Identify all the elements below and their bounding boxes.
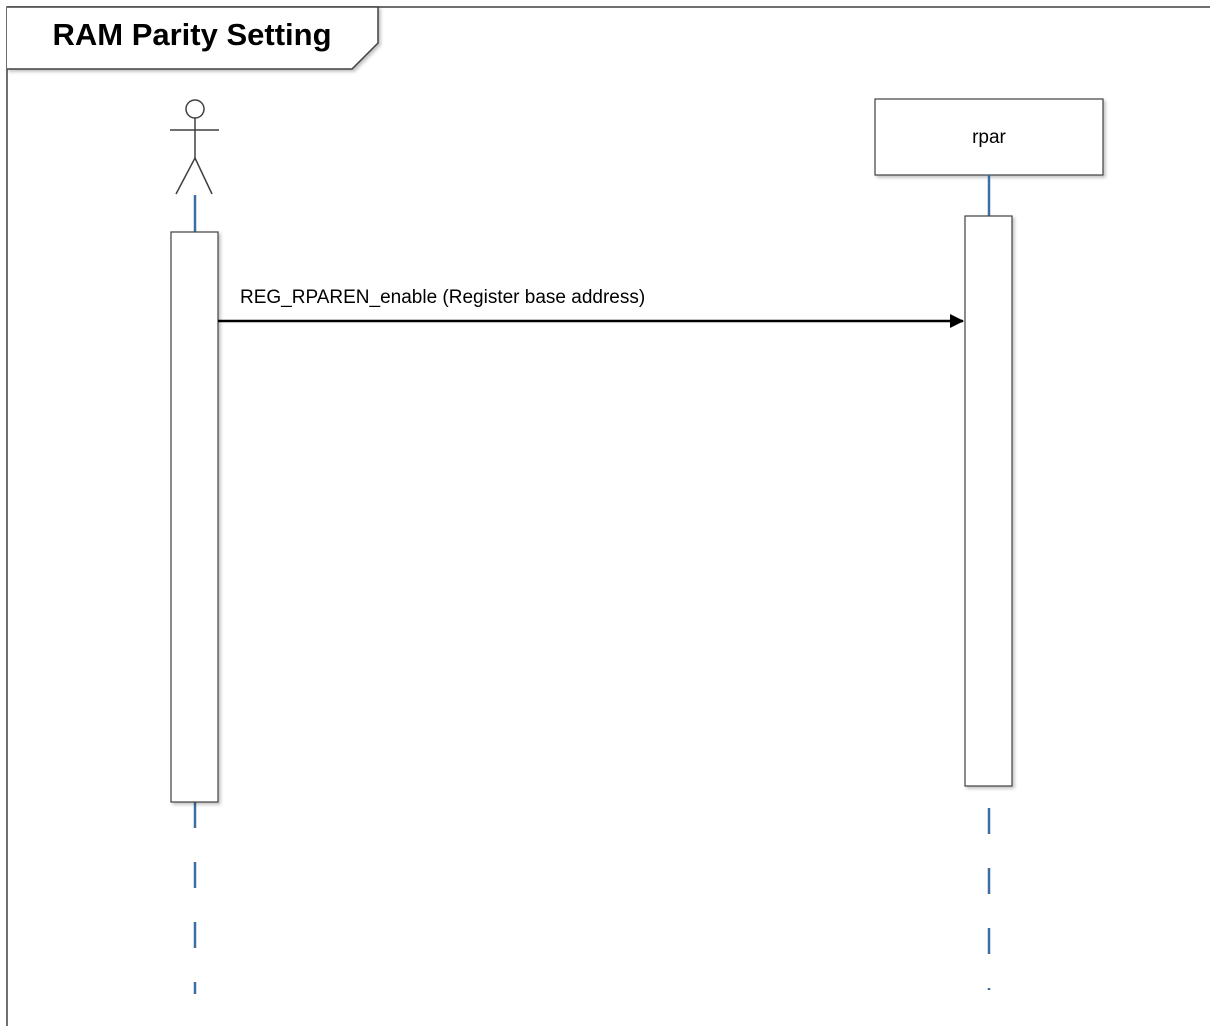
message-1[interactable]: REG_RPAREN_enable (Register base address… [218, 287, 964, 328]
actor-activation-bar [170, 231, 219, 803]
message-1-label: REG_RPAREN_enable (Register base address… [240, 287, 645, 308]
rpar-activation-bar [964, 215, 1013, 787]
frame-title-tab [7, 6, 379, 70]
frame-title: RAM Parity Setting [52, 17, 331, 52]
rpar-participant-label: rpar [972, 127, 1006, 148]
rpar-participant[interactable]: rpar [874, 98, 1104, 176]
rpar-participant-box [874, 98, 1104, 176]
diagram-frame [6, 6, 1210, 1026]
actor-stick-figure-icon [170, 99, 219, 195]
actor-participant[interactable] [170, 99, 219, 195]
